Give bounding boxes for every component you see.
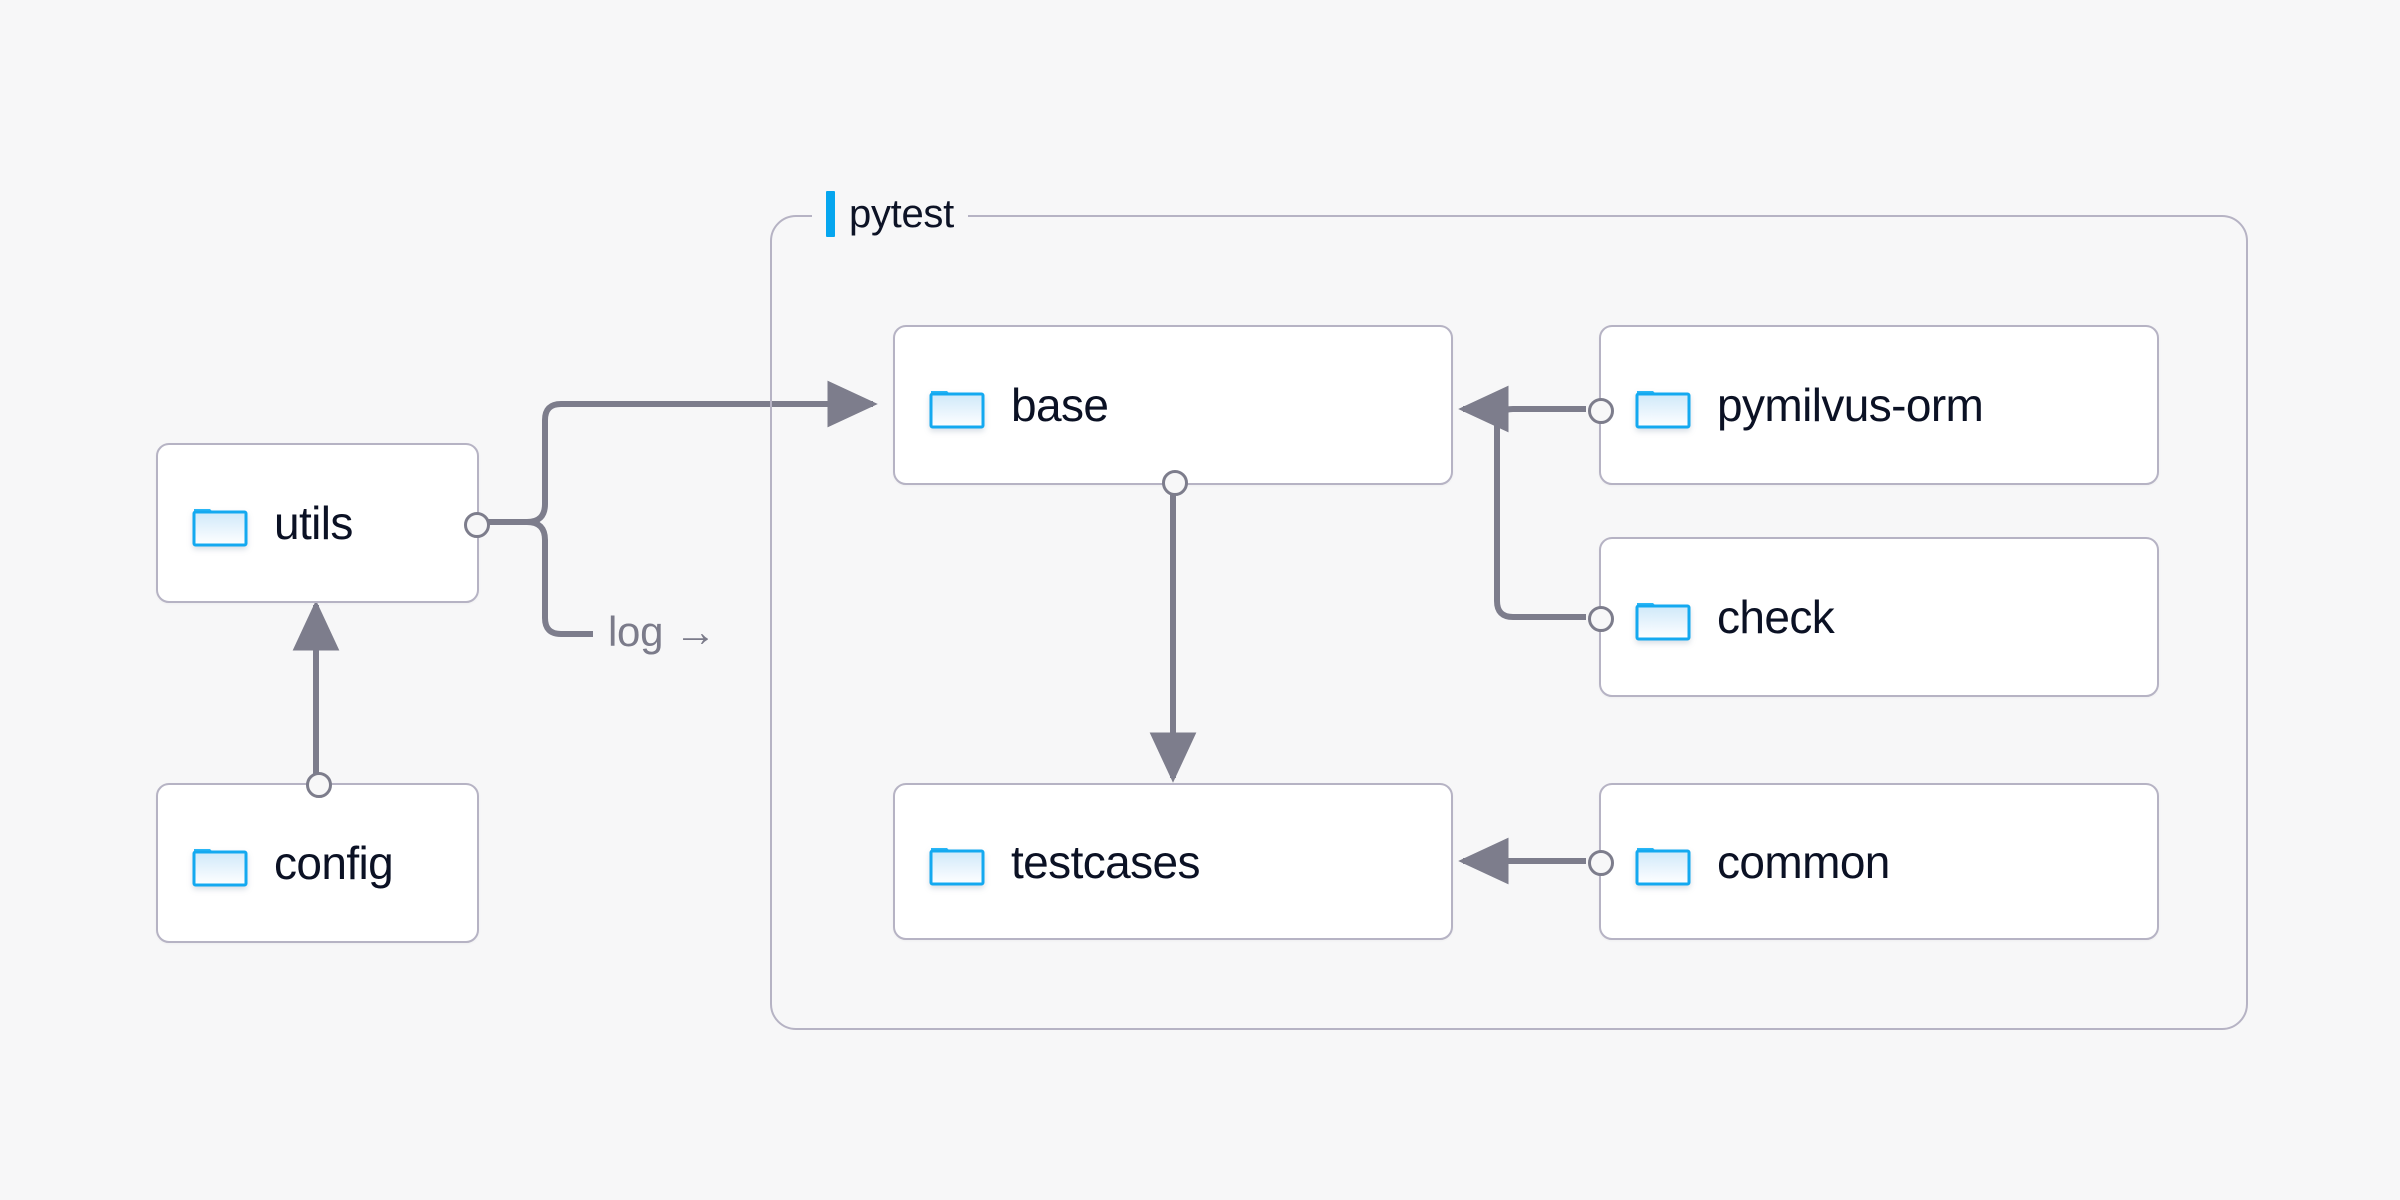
node-base[interactable]: base: [893, 325, 1453, 496]
group-accent-bar: [826, 191, 835, 237]
node-label: check: [1717, 591, 1835, 643]
node-common[interactable]: common: [1588, 783, 2159, 940]
edge-label-log: log →: [600, 608, 725, 656]
node-label: pymilvus-orm: [1717, 379, 1984, 431]
node-handle-left[interactable]: [1588, 606, 1614, 632]
group-title: pytest: [849, 192, 954, 236]
node-handle-right[interactable]: [464, 512, 490, 538]
folder-icon: [929, 381, 985, 429]
node-config[interactable]: config: [156, 772, 479, 943]
node-label: config: [274, 837, 394, 889]
node-handle-top[interactable]: [306, 772, 332, 798]
group-pytest: [770, 215, 2248, 1030]
node-testcases[interactable]: testcases: [893, 783, 1453, 940]
group-pytest-label: pytest: [812, 190, 968, 238]
node-pymilvus-orm[interactable]: pymilvus-orm: [1588, 325, 2159, 485]
edge-utils-log: [487, 519, 593, 637]
folder-icon: [192, 839, 248, 887]
node-label: base: [1011, 379, 1109, 431]
node-check[interactable]: check: [1588, 537, 2159, 697]
node-handle-left[interactable]: [1588, 398, 1614, 424]
node-label: common: [1717, 835, 1890, 888]
node-handle-left[interactable]: [1588, 850, 1614, 876]
node-label: utils: [274, 497, 353, 549]
node-handle-bottom[interactable]: [1162, 470, 1188, 496]
folder-icon: [1635, 381, 1691, 429]
folder-icon: [929, 838, 985, 886]
node-utils[interactable]: utils: [156, 443, 490, 603]
node-label: testcases: [1011, 835, 1201, 888]
folder-icon: [1635, 593, 1691, 641]
folder-icon: [1635, 838, 1691, 886]
folder-icon: [192, 499, 248, 547]
